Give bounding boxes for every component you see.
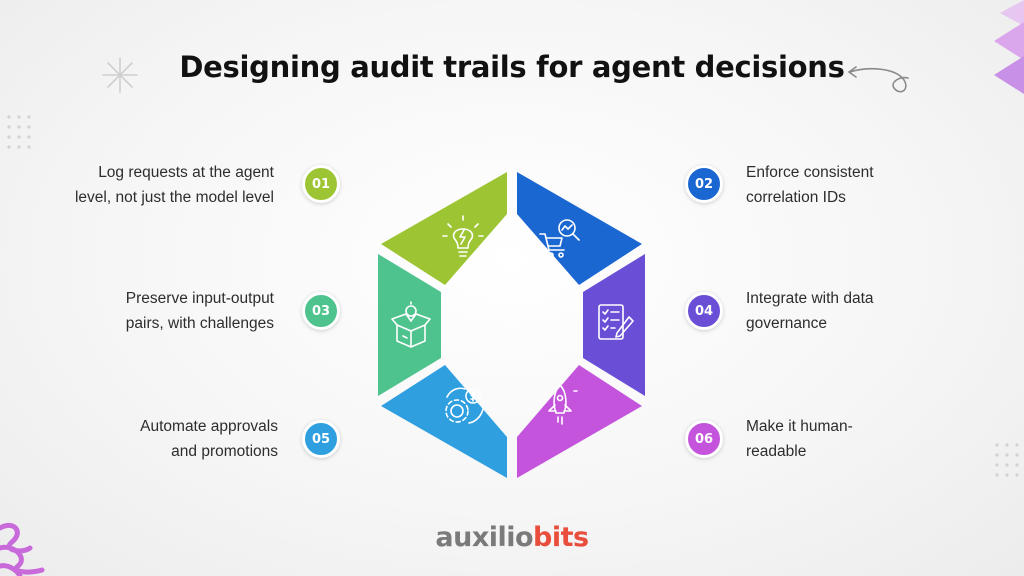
step-label-03-line1: Preserve input-output bbox=[125, 290, 274, 307]
step-label-04-line2: governance bbox=[746, 315, 828, 332]
step-label-01-line2: level, not just the model level bbox=[74, 189, 274, 206]
brand-logo: auxiliobits bbox=[0, 522, 1024, 553]
step-label-05: Automate approvals and promotions bbox=[38, 414, 278, 464]
hex-segment-06 bbox=[517, 365, 642, 478]
logo-part-bits: bits bbox=[533, 522, 589, 553]
hex-segment-02 bbox=[517, 172, 642, 285]
triangles-decoration bbox=[994, 0, 1024, 94]
gear-dollar-icon bbox=[445, 387, 484, 424]
hex-segment-04 bbox=[583, 254, 645, 396]
step-label-02-line2: correlation IDs bbox=[746, 189, 846, 206]
step-label-05-line2: and promotions bbox=[171, 443, 278, 460]
step-label-05-line1: Automate approvals bbox=[140, 418, 278, 435]
step-label-03: Preserve input-output pairs, with challe… bbox=[34, 286, 274, 336]
step-badge-03: 03 bbox=[302, 292, 340, 330]
curved-arrow-decoration-icon bbox=[847, 66, 909, 93]
hex-segment-01 bbox=[381, 172, 507, 285]
step-label-02-line1: Enforce consistent bbox=[746, 164, 874, 181]
squiggle-decoration bbox=[0, 522, 45, 576]
step-badge-02: 02 bbox=[685, 165, 723, 203]
hex-segment-03 bbox=[378, 254, 441, 396]
step-label-03-line2: pairs, with challenges bbox=[125, 315, 274, 332]
step-badge-05: 05 bbox=[302, 420, 340, 458]
logo-part-auxilio: auxilio bbox=[435, 522, 534, 553]
step-label-04-line1: Integrate with data bbox=[746, 290, 874, 307]
step-label-06-line2: readable bbox=[746, 443, 807, 460]
checklist-pen-icon bbox=[598, 304, 634, 340]
step-label-01-line1: Log requests at the agent bbox=[98, 164, 274, 181]
cart-search-icon bbox=[539, 219, 580, 258]
step-label-04: Integrate with data governance bbox=[746, 286, 986, 336]
sparkle-decoration-icon bbox=[102, 57, 138, 93]
lightbulb-icon bbox=[442, 215, 484, 257]
step-label-02: Enforce consistent correlation IDs bbox=[746, 160, 986, 210]
step-label-06: Make it human- readable bbox=[746, 414, 986, 464]
idea-box-icon bbox=[391, 301, 431, 348]
step-label-06-line1: Make it human- bbox=[746, 418, 853, 435]
hex-segment-05 bbox=[381, 365, 507, 478]
step-badge-01: 01 bbox=[302, 165, 340, 203]
step-badge-04: 04 bbox=[685, 292, 723, 330]
step-badge-06: 06 bbox=[685, 420, 723, 458]
dot-grid-decoration-right bbox=[995, 443, 1019, 477]
rocket-icon bbox=[543, 384, 578, 425]
dot-grid-decoration bbox=[7, 115, 31, 149]
page-title: Designing audit trails for agent decisio… bbox=[179, 50, 845, 84]
step-label-01: Log requests at the agent level, not jus… bbox=[34, 160, 274, 210]
